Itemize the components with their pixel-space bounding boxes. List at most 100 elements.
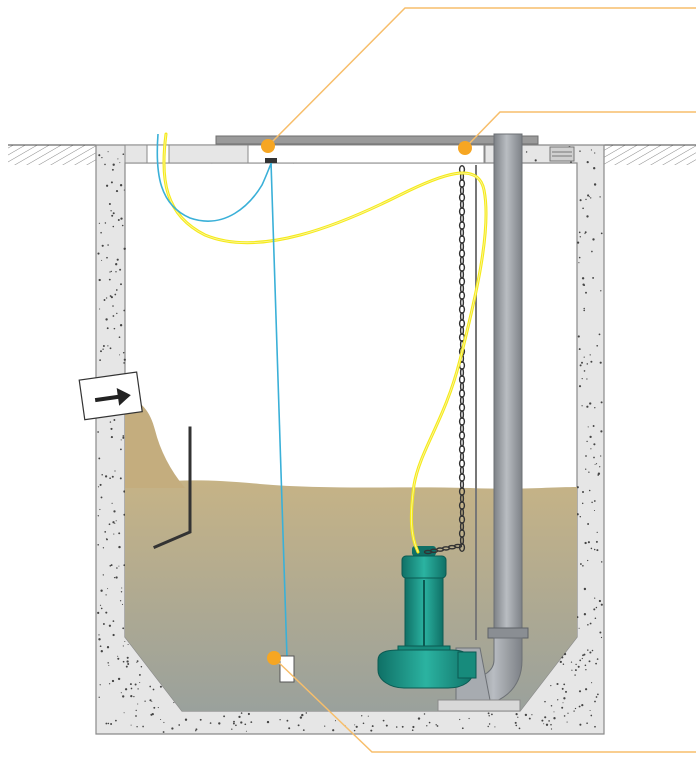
concrete-speckle [596,549,599,552]
concrete-speckle [487,712,490,715]
concrete-speckle [160,718,162,721]
manhole-lid [215,135,539,145]
concrete-speckle [565,690,567,693]
concrete-speckle [119,324,123,327]
concrete-speckle [590,197,592,199]
concrete-speckle [112,521,115,524]
concrete-speckle [412,725,415,729]
concrete-speckle [137,688,139,690]
concrete-speckle [531,714,533,716]
concrete-speckle [593,500,596,502]
float-cable-entry [156,133,273,222]
concrete-speckle [136,661,138,663]
concrete-speckle [121,587,123,589]
concrete-speckle [598,333,601,336]
concrete-speckle [585,468,587,470]
concrete-speckle [586,405,589,408]
concrete-speckle [579,515,582,518]
concrete-speckle [428,721,431,724]
concrete-speckle [123,564,126,567]
concrete-speckle [105,184,109,187]
concrete-speckle [235,724,237,727]
concrete-speckle [106,327,109,330]
concrete-speckle [140,665,143,668]
concrete-speckle [581,378,583,380]
concrete-speckle [112,212,115,215]
concrete-speckle [110,723,113,725]
concrete-speckle [579,364,582,367]
concrete-speckle [468,717,470,720]
concrete-speckle [109,347,112,350]
callout-dot-chain-hook[interactable] [458,141,472,155]
concrete-speckle [583,653,586,656]
concrete-speckle [108,664,110,666]
concrete-speckle [111,679,115,683]
concrete-speckle [113,327,116,330]
concrete-speckle [578,690,582,693]
concrete-speckle [110,564,113,567]
concrete-speckle [130,687,133,690]
concrete-speckle [395,726,398,728]
concrete-speckle [97,611,100,614]
concrete-speckle [596,344,599,347]
concrete-speckle [367,715,369,717]
concrete-speckle [108,523,111,526]
concrete-speckle [593,608,596,611]
concrete-speckle [231,728,233,730]
callout-line-1 [267,7,696,147]
concrete-speckle [586,440,588,443]
concrete-speckle [599,361,602,364]
concrete-speckle [112,620,115,622]
concrete-speckle [559,660,562,664]
concrete-speckle [593,183,597,186]
concrete-speckle [135,715,137,717]
concrete-speckle [583,284,586,287]
callout-line-3 [273,657,696,753]
concrete-speckle [178,724,181,726]
concrete-speckle [355,725,358,728]
concrete-speckle [595,463,598,465]
concrete-speckle [109,421,112,423]
concrete-speckle [563,715,566,717]
concrete-speckle [590,714,593,717]
concrete-speckle [354,724,356,726]
concrete-speckle [124,641,126,642]
pump-outlet [457,651,477,679]
concrete-speckle [97,486,100,488]
callout-dot-level-regulator-mount[interactable] [261,139,275,153]
concrete-speckle [581,502,584,505]
concrete-speckle [588,471,590,473]
concrete-speckle [550,728,553,730]
concrete-speckle [600,401,603,404]
concrete-speckle [134,683,137,686]
concrete-speckle [105,538,107,540]
concrete-speckle [588,196,590,198]
concrete-speckle [123,362,125,364]
concrete-speckle [118,565,120,567]
concrete-speckle [589,435,592,439]
power-cable-highlight [163,133,487,553]
concrete-speckle [591,682,593,684]
concrete-speckle [581,361,583,364]
concrete-speckle [184,718,188,721]
concrete-speckle [112,633,115,637]
concrete-speckle [218,722,221,725]
concrete-speckle [595,662,597,665]
concrete-speckle [584,232,586,235]
concrete-speckle [585,688,588,691]
concrete-speckle [105,611,108,614]
concrete-speckle [382,719,385,722]
concrete-speckle [123,358,126,361]
concrete-speckle [599,196,601,198]
concrete-speckle [97,544,99,546]
concrete-speckle [574,669,577,672]
concrete-speckle [195,730,197,732]
concrete-speckle [578,705,581,708]
concrete-speckle [594,407,596,409]
concrete-speckle [99,308,101,310]
concrete-speckle [594,725,596,728]
concrete-speckle [587,624,589,626]
callout-dot-float-switch[interactable] [267,651,281,665]
concrete-speckle [599,466,601,468]
concrete-speckle [600,636,603,639]
